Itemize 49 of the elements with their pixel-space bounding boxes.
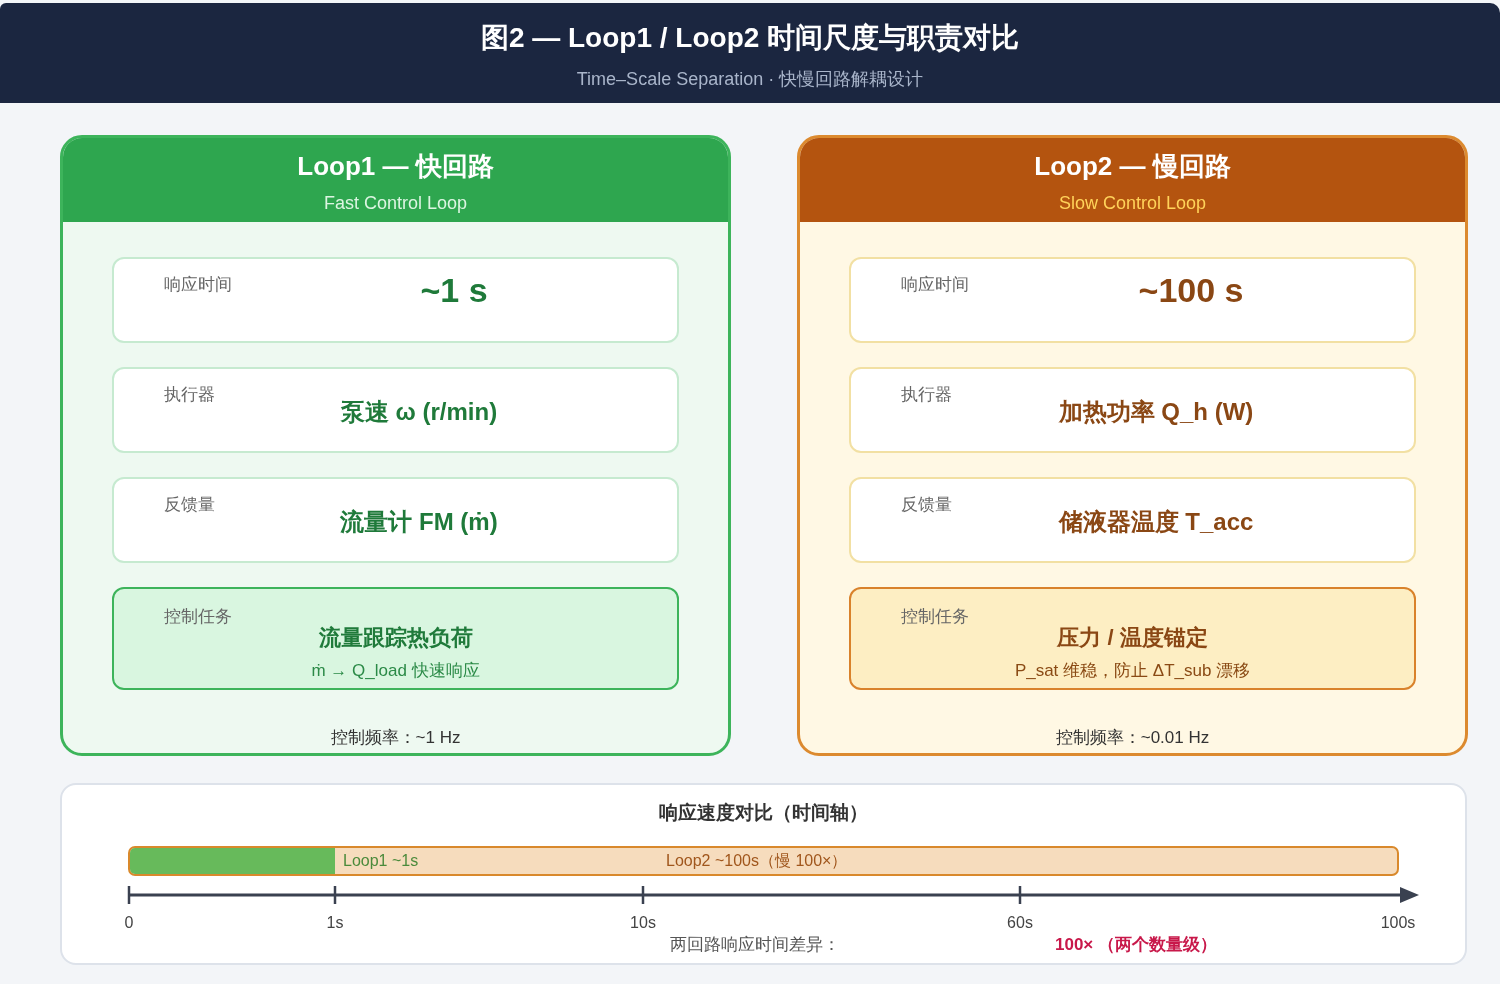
info-row — [112, 367, 679, 453]
field-label: 控制任务 — [901, 606, 969, 628]
axis-tick-label: 100s — [1380, 913, 1416, 933]
task-title: 流量跟踪热负荷 — [318, 624, 473, 652]
field-value: ~1 s — [420, 270, 488, 310]
field-label: 控制任务 — [164, 606, 232, 628]
field-label: 响应时间 — [164, 274, 232, 296]
highlight-text: 100× （两个数量级） — [1055, 934, 1217, 956]
timeline-bar — [128, 846, 1399, 876]
axis-tick-label: 1s — [326, 913, 344, 933]
field-label: 执行器 — [164, 384, 215, 406]
frequency-text: 控制频率：~0.01 Hz — [1055, 727, 1210, 749]
panel-title: Loop1 — 快回路 — [297, 150, 494, 182]
frequency-text: 控制频率：~1 Hz — [330, 727, 461, 749]
field-value: 流量计 FM (ṁ) — [340, 507, 498, 537]
axis-tick-label: 10s — [630, 913, 656, 933]
progress-fill — [130, 848, 335, 874]
axis-tick-label: 60s — [1007, 913, 1033, 933]
task-card — [849, 587, 1416, 690]
info-row — [849, 367, 1416, 453]
axis-tick-label: 0 — [124, 913, 134, 933]
field-value: ~100 s — [1138, 270, 1244, 310]
field-value: 加热功率 Q_h (W) — [1058, 397, 1254, 427]
diagram-title: 图2 — Loop1 / Loop2 时间尺度与职责对比 — [480, 21, 1020, 55]
bar-label: Loop1 ~1s — [343, 851, 419, 871]
task-title: 压力 / 温度锚定 — [1057, 624, 1208, 652]
panel-title: 响应速度对比（时间轴） — [659, 801, 868, 825]
info-row — [849, 257, 1416, 343]
field-label: 响应时间 — [901, 274, 969, 296]
info-row — [112, 257, 679, 343]
field-value: 泵速 ω (r/min) — [340, 397, 498, 427]
info-row — [849, 477, 1416, 563]
task-description: ṁ → Q_load 快速响应 — [311, 660, 480, 682]
note-text: 两回路响应时间差异： — [670, 934, 840, 956]
bar-label: Loop2 ~100s（慢 100×） — [666, 851, 848, 871]
comparison-panel — [60, 783, 1467, 965]
field-label: 反馈量 — [164, 494, 215, 516]
panel-subtitle: Slow Control Loop — [1058, 192, 1207, 214]
field-value: 储液器温度 T_acc — [1058, 507, 1254, 537]
task-description: P_sat 维稳，防止 ΔT_sub 漂移 — [1014, 660, 1251, 682]
subtitle: Time–Scale Separation · 快慢回路解耦设计 — [576, 68, 924, 91]
panel-card — [797, 135, 1468, 756]
panel-card — [60, 135, 731, 756]
info-row — [112, 477, 679, 563]
panel-subtitle: Fast Control Loop — [323, 192, 468, 214]
field-label: 反馈量 — [901, 494, 952, 516]
field-label: 执行器 — [901, 384, 952, 406]
task-card — [112, 587, 679, 690]
panel-title: Loop2 — 慢回路 — [1034, 150, 1231, 182]
